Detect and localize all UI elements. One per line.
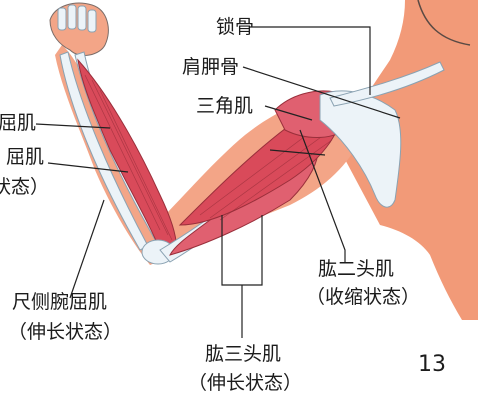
label-forearm-flexor-1: 屈肌 — [0, 112, 36, 134]
label-forearm-flexor-2b: 状态） — [0, 176, 49, 198]
label-biceps: 肱二头肌 — [318, 258, 394, 280]
label-clavicle: 锁骨 — [216, 16, 254, 38]
page-number: 13 — [418, 352, 446, 377]
leader-line-clavicle — [250, 27, 370, 95]
label-triceps-state: （伸长状态） — [188, 372, 302, 394]
label-scapula: 肩胛骨 — [182, 56, 239, 78]
label-forearm-flexor-2a: 屈肌 — [6, 146, 44, 168]
label-triceps: 肱三头肌 — [205, 343, 281, 365]
label-deltoid: 三角肌 — [196, 95, 253, 117]
leader-line-ulnaris — [70, 200, 104, 298]
label-flexor-carpi-ulnaris: 尺侧腕屈肌 — [12, 291, 107, 313]
label-biceps-state: （收缩状态） — [306, 286, 420, 308]
label-flexor-carpi-ulnaris-state: （伸长状态） — [8, 321, 122, 343]
